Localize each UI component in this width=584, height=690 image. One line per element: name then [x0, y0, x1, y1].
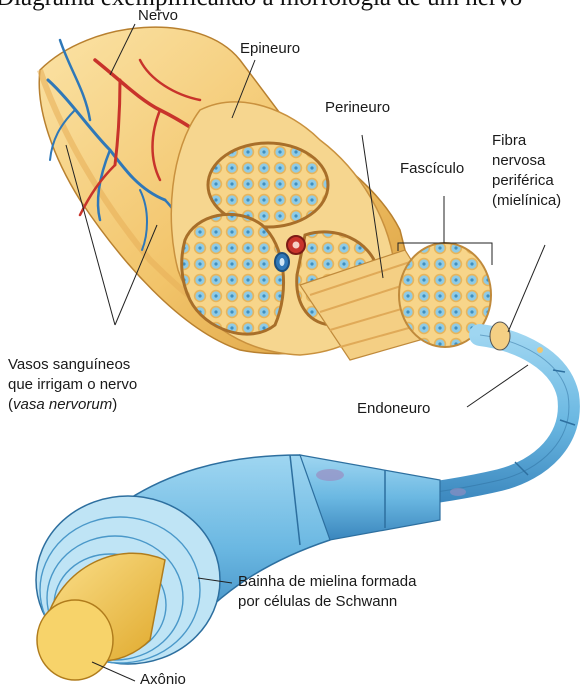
label-nerve-fiber: Fibra nervosa periférica (mielínica)	[492, 131, 561, 211]
label-blood-vessels: Vasos sanguíneos que irrigam o nervo (va…	[8, 355, 137, 415]
label-nerve: Nervo	[138, 7, 178, 25]
label-vasa-nervorum: (vasa nervorum)	[8, 395, 137, 415]
label-blood-vessels-line2: que irrigam o nervo	[8, 375, 137, 395]
label-perineurium: Perineuro	[325, 99, 390, 117]
label-nerve-fiber-line4: (mielínica)	[492, 191, 561, 211]
label-nerve-fiber-line3: periférica	[492, 171, 561, 191]
label-blood-vessels-line1: Vasos sanguíneos	[8, 355, 137, 375]
vasa-close-paren: )	[112, 396, 117, 413]
label-endoneurium: Endoneuro	[357, 400, 430, 418]
label-epineurium: Epineuro	[240, 40, 300, 58]
label-fascicle: Fascículo	[400, 160, 464, 178]
myelinated-fiber-closeup	[36, 455, 466, 680]
label-nerve-fiber-line1: Fibra	[492, 131, 561, 151]
label-myelin-sheath-line2: por células de Schwann	[238, 592, 416, 612]
vasa-nervorum-term: vasa nervorum	[13, 396, 112, 413]
label-myelin-sheath: Bainha de mielina formada por células de…	[238, 572, 416, 612]
label-myelin-sheath-line1: Bainha de mielina formada	[238, 572, 416, 592]
label-axon: Axônio	[140, 671, 186, 689]
label-nerve-fiber-line2: nervosa	[492, 151, 561, 171]
